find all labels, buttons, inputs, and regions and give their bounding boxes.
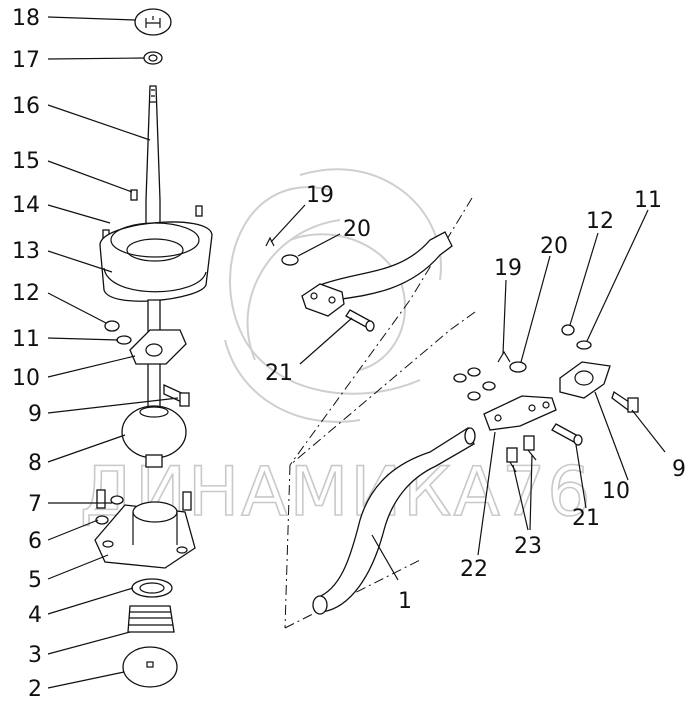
gear-knob	[134, 8, 172, 36]
left-assembly	[94, 8, 213, 688]
right-assembly	[265, 231, 639, 615]
lever-clamp	[129, 329, 187, 365]
callout-9: 9	[28, 402, 42, 427]
callout-19-lower: 19	[494, 256, 522, 281]
upper-rod	[301, 231, 453, 317]
callout-12-right: 12	[586, 209, 614, 234]
callout-5: 5	[28, 568, 42, 593]
ball-joint	[121, 405, 187, 468]
seal-ring	[131, 578, 173, 598]
callout-19-upper: 19	[306, 183, 334, 208]
cotter-pin	[265, 236, 275, 247]
callout-18: 18	[12, 6, 40, 31]
callout-14: 14	[12, 193, 40, 218]
callout-4: 4	[28, 603, 42, 628]
callout-11: 11	[12, 327, 40, 352]
callout-9-right: 9	[672, 457, 686, 482]
leader-lines	[47, 16, 666, 689]
linkage-parts	[453, 324, 639, 473]
boot-screw	[102, 189, 203, 241]
callout-8: 8	[28, 451, 42, 476]
callout-12: 12	[12, 281, 40, 306]
callout-17: 17	[12, 48, 40, 73]
callout-15: 15	[12, 149, 40, 174]
boot-gasket	[103, 267, 207, 293]
clamp-bolt	[163, 383, 190, 407]
callout-labels: 18 17 16 15 14 13 12 11 10 9 8 7 6 5 4 3…	[12, 6, 686, 702]
pin-washer	[281, 254, 299, 266]
callout-21-upper: 21	[265, 361, 293, 386]
housing-washer	[95, 495, 124, 525]
callout-20-upper: 20	[343, 217, 371, 242]
ball-housing	[94, 501, 196, 569]
lever-nut	[143, 51, 163, 65]
callout-16: 16	[12, 94, 40, 119]
clevis-pin	[345, 309, 375, 332]
callout-13: 13	[12, 239, 40, 264]
callout-6: 6	[28, 529, 42, 554]
clamp-nut	[104, 320, 120, 332]
lever-boot	[99, 221, 213, 302]
callout-23: 23	[514, 534, 542, 559]
callout-20-lower: 20	[540, 234, 568, 259]
clamp-washer	[116, 335, 132, 345]
spring	[127, 605, 175, 633]
shift-rod	[312, 427, 476, 615]
callout-11-right: 11	[634, 188, 662, 213]
assembly-boundary	[284, 197, 476, 629]
callout-10-right: 10	[602, 479, 630, 504]
bottom-cover	[122, 646, 178, 688]
shift-lever	[145, 85, 161, 256]
callout-2: 2	[28, 677, 42, 702]
callout-10: 10	[12, 366, 40, 391]
callout-21-lower: 21	[572, 506, 600, 531]
callout-1: 1	[398, 589, 412, 614]
callout-3: 3	[28, 643, 42, 668]
callout-22: 22	[460, 557, 488, 582]
callout-7: 7	[28, 492, 42, 517]
